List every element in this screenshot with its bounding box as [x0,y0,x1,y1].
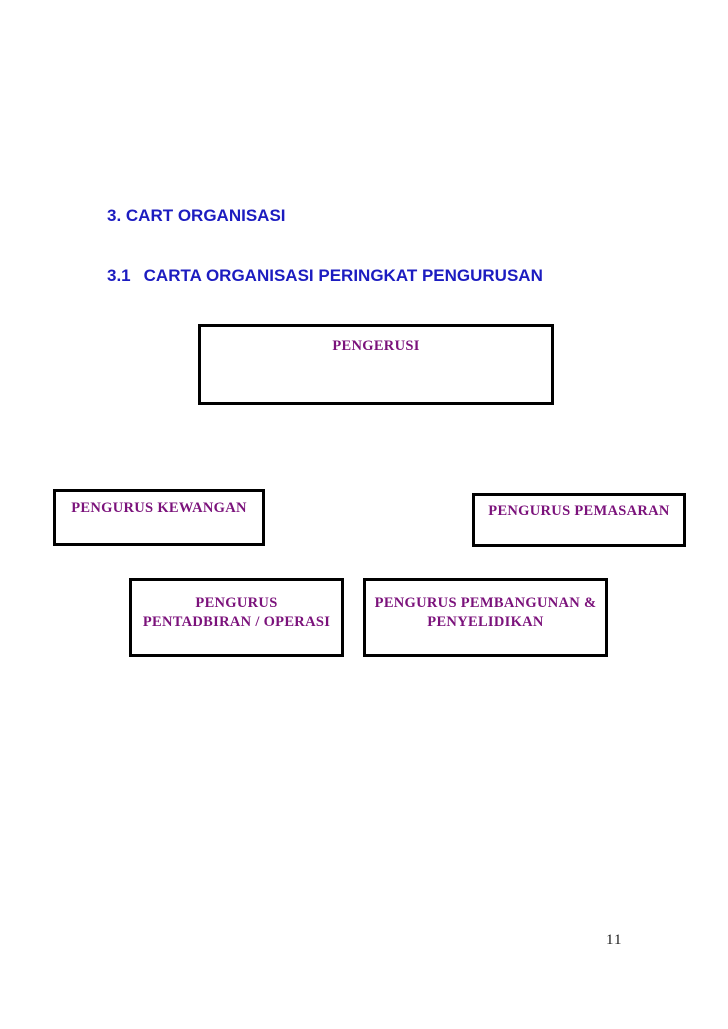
org-node-pembangunan-label-line2: PENYELIDIKAN [427,614,544,630]
org-node-pengerusi-label: PENGERUSI [332,338,420,354]
page-number: 11 [606,932,623,948]
org-node-pemasaran-label: PENGURUS PEMASARAN [488,503,670,519]
org-node-pengurus-pentadbiran-operasi: PENGURUS PENTADBIRAN / OPERASI [129,578,344,657]
subsection-heading: 3.1 CARTA ORGANISASI PERINGKAT PENGURUSAN [107,266,543,286]
subsection-number: 3.1 [107,266,131,285]
org-node-pengurus-kewangan: PENGURUS KEWANGAN [53,489,265,546]
section-heading: 3. CART ORGANISASI [107,206,286,225]
org-node-pengurus-pemasaran: PENGURUS PEMASARAN [472,493,686,547]
org-node-pengerusi: PENGERUSI [198,324,554,405]
org-node-pengurus-pembangunan-penyelidikan: PENGURUS PEMBANGUNAN & PENYELIDIKAN [363,578,608,657]
org-node-pentadbiran-label-line1: PENGURUS [195,595,278,611]
subsection-title: CARTA ORGANISASI PERINGKAT PENGURUSAN [143,266,543,285]
org-node-kewangan-label: PENGURUS KEWANGAN [71,500,247,516]
org-node-pembangunan-label-line1: PENGURUS PEMBANGUNAN & [374,595,597,611]
org-node-pentadbiran-label-line2: PENTADBIRAN / OPERASI [142,614,331,630]
